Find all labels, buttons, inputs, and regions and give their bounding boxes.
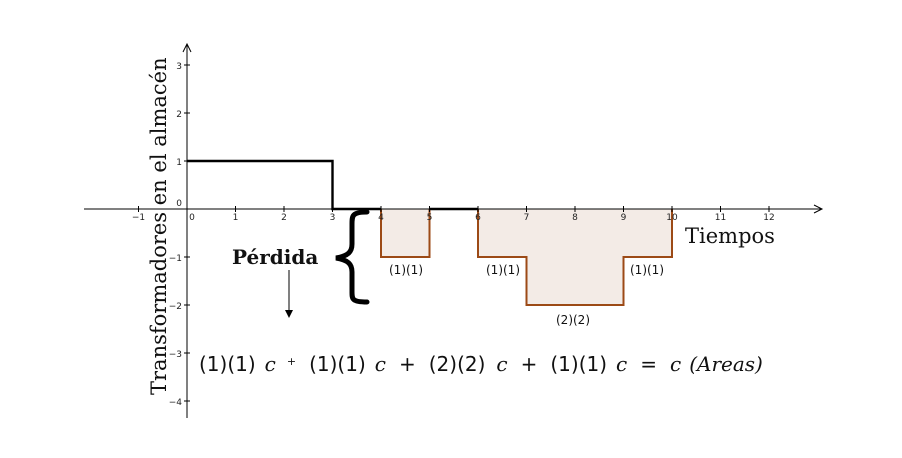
stock-level-line bbox=[187, 159, 478, 211]
x-tick-label: 5 bbox=[427, 213, 433, 223]
region-label-1: (1)(1) bbox=[389, 263, 423, 277]
stock-segment-1 bbox=[187, 159, 381, 211]
y-axis-arrow-icon bbox=[182, 42, 192, 53]
x-axis-arrow-icon bbox=[813, 204, 824, 214]
formula-term-3: (2)(2) bbox=[429, 352, 486, 376]
x-tick-label: 1 bbox=[233, 213, 239, 223]
x-tick-label: 0 bbox=[189, 213, 195, 223]
formula-rhs: (Areas) bbox=[689, 352, 763, 376]
region-label-3: (2)(2) bbox=[556, 313, 590, 327]
y-tick-label: 3 bbox=[176, 62, 182, 72]
shortage-outline-1 bbox=[380, 209, 431, 258]
svg-text:(1)(1) c + (: (1)(1) c + (1)(1) c + (2)(2) c + (1)(1) … bbox=[199, 348, 763, 376]
y-tick-label: −2 bbox=[169, 302, 182, 312]
formula-var-3: c bbox=[496, 352, 507, 376]
x-axis-title: Tiempos bbox=[685, 224, 775, 248]
x-tick-label: 3 bbox=[330, 213, 336, 223]
shortage-outline-2 bbox=[477, 209, 673, 306]
formula-var-5: c bbox=[670, 352, 681, 376]
x-tick-label: 10 bbox=[666, 213, 678, 223]
formula-op-3: + bbox=[521, 352, 538, 376]
y-tick-label: 2 bbox=[176, 110, 182, 120]
x-tick-label: 12 bbox=[763, 213, 774, 223]
x-tick-label: 8 bbox=[572, 213, 578, 223]
formula-op-2: + bbox=[399, 352, 416, 376]
y-axis-ticks: 3 2 1 0 −1 −2 −3 −4 bbox=[169, 62, 190, 408]
x-tick-label: 11 bbox=[715, 213, 726, 223]
region-label-2: (1)(1) bbox=[486, 263, 520, 277]
loss-brace-icon bbox=[335, 209, 370, 305]
shortage-regions bbox=[380, 209, 673, 306]
y-tick-label: −1 bbox=[169, 254, 182, 264]
y-tick-label: −4 bbox=[169, 398, 183, 408]
formula-equals: = bbox=[640, 352, 657, 376]
formula-var-2: c bbox=[375, 352, 386, 376]
x-tick-label: 2 bbox=[281, 213, 287, 223]
x-tick-label: −1 bbox=[132, 213, 145, 223]
area-formula: (1)(1) c + (1)(1) c + (2)(2) c + (1)(1) … bbox=[199, 348, 763, 376]
formula-term-1: (1)(1) bbox=[199, 352, 256, 376]
y-tick-label: 1 bbox=[176, 158, 182, 168]
x-tick-label: 6 bbox=[475, 213, 481, 223]
x-tick-label: 9 bbox=[621, 213, 627, 223]
shortage-area-1 bbox=[381, 209, 430, 257]
x-tick-label: 7 bbox=[524, 213, 530, 223]
x-tick-label: 4 bbox=[378, 213, 384, 223]
formula-op-1: + bbox=[287, 355, 296, 368]
loss-label: Pérdida bbox=[232, 245, 318, 269]
y-tick-label: −3 bbox=[169, 350, 182, 360]
region-label-4: (1)(1) bbox=[630, 263, 664, 277]
y-axis-title: Transformadores en el almacén bbox=[147, 57, 171, 395]
formula-var-1: c bbox=[265, 352, 276, 376]
formula-term-4: (1)(1) bbox=[550, 352, 607, 376]
y-tick-label: 0 bbox=[176, 199, 182, 209]
formula-term-2: (1)(1) bbox=[309, 352, 366, 376]
formula-var-4: c bbox=[616, 352, 627, 376]
